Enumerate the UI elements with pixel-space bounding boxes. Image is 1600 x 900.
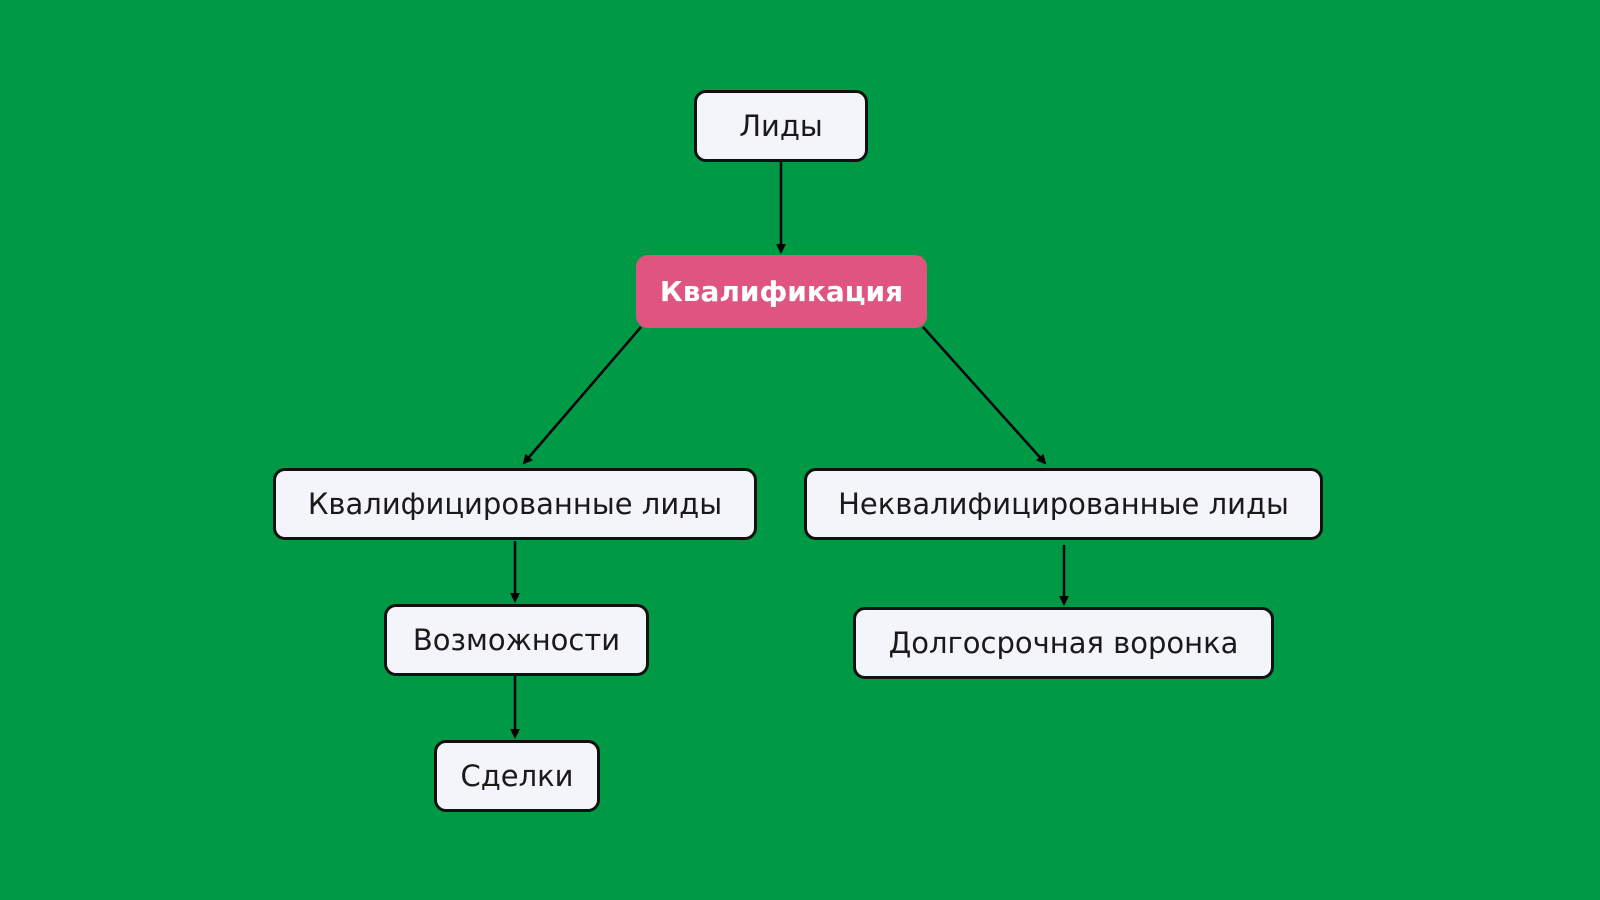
node-long-term-funnel: Долгосрочная воронка (853, 607, 1274, 679)
arrow-qualification-to-unqualified (922, 326, 1047, 465)
node-leads: Лиды (694, 90, 868, 162)
node-opportunities: Возможности (384, 604, 649, 676)
node-qualification: Квалификация (636, 255, 927, 328)
arrow-qualification-to-qualified (522, 326, 642, 465)
node-qualified-leads: Квалифицированные лиды (273, 468, 757, 540)
node-unqualified-leads: Неквалифицированные лиды (804, 468, 1323, 540)
node-deals: Сделки (434, 740, 600, 812)
